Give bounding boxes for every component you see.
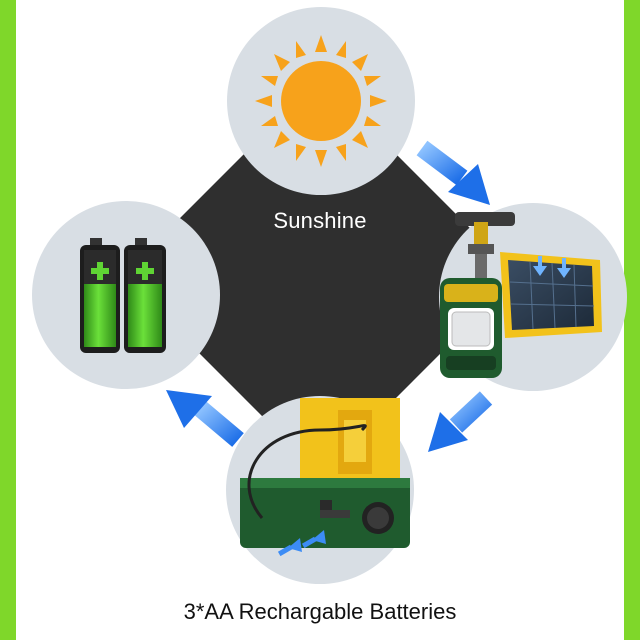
charging-device-icon bbox=[240, 398, 410, 557]
battery-icon bbox=[80, 238, 166, 353]
sun-circle bbox=[227, 7, 415, 195]
charging-device-circle bbox=[226, 396, 414, 584]
battery-circle bbox=[32, 201, 220, 389]
center-label: Sunshine bbox=[273, 208, 367, 233]
dark-diamond-background bbox=[146, 102, 494, 450]
arrow-charger-to-battery bbox=[166, 390, 244, 447]
solar-device-circle bbox=[439, 203, 627, 391]
arrow-icon bbox=[166, 140, 493, 452]
arrow-sun-to-device bbox=[416, 140, 490, 205]
right-accent-bar bbox=[624, 0, 640, 640]
arrow-device-to-charger bbox=[428, 391, 493, 452]
left-accent-bar bbox=[0, 0, 16, 640]
solar-device-icon bbox=[440, 212, 602, 378]
bottom-caption: 3*AA Rechargable Batteries bbox=[183, 599, 457, 624]
sun-icon bbox=[255, 35, 387, 167]
